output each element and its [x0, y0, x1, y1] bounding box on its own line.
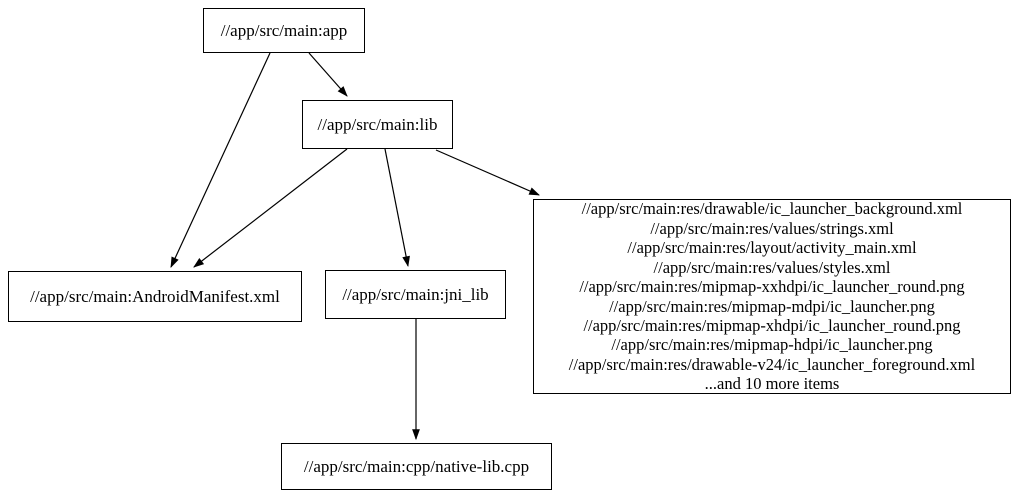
edge-lib-to-jni-lib: [384, 148, 410, 268]
graph-node-res-group: //app/src/main:res/drawable/ic_launcher_…: [533, 199, 1011, 394]
graph-node-lib-label: //app/src/main:lib: [317, 114, 438, 134]
graph-node-native-lib-cpp: //app/src/main:cpp/native-lib.cpp: [281, 443, 552, 490]
graph-node-lib: //app/src/main:lib: [302, 100, 453, 149]
graph-node-native-lib-cpp-label: //app/src/main:cpp/native-lib.cpp: [303, 456, 530, 476]
edge-lib-to-resources: [435, 149, 540, 196]
graph-node-android-manifest-label: //app/src/main:AndroidManifest.xml: [30, 286, 280, 306]
graph-node-app: //app/src/main:app: [203, 8, 365, 53]
graph-node-app-label: //app/src/main:app: [220, 20, 348, 40]
graph-node-jni-lib: //app/src/main:jni_lib: [325, 270, 506, 319]
edge-app-to-lib: [308, 52, 348, 97]
edge-lib-to-manifest: [193, 148, 348, 268]
graph-node-res-group-lines: //app/src/main:res/drawable/ic_launcher_…: [568, 199, 976, 394]
edge-app-to-manifest: [170, 52, 271, 268]
graph-node-jni-lib-label: //app/src/main:jni_lib: [342, 284, 489, 304]
graph-node-android-manifest: //app/src/main:AndroidManifest.xml: [8, 271, 302, 322]
